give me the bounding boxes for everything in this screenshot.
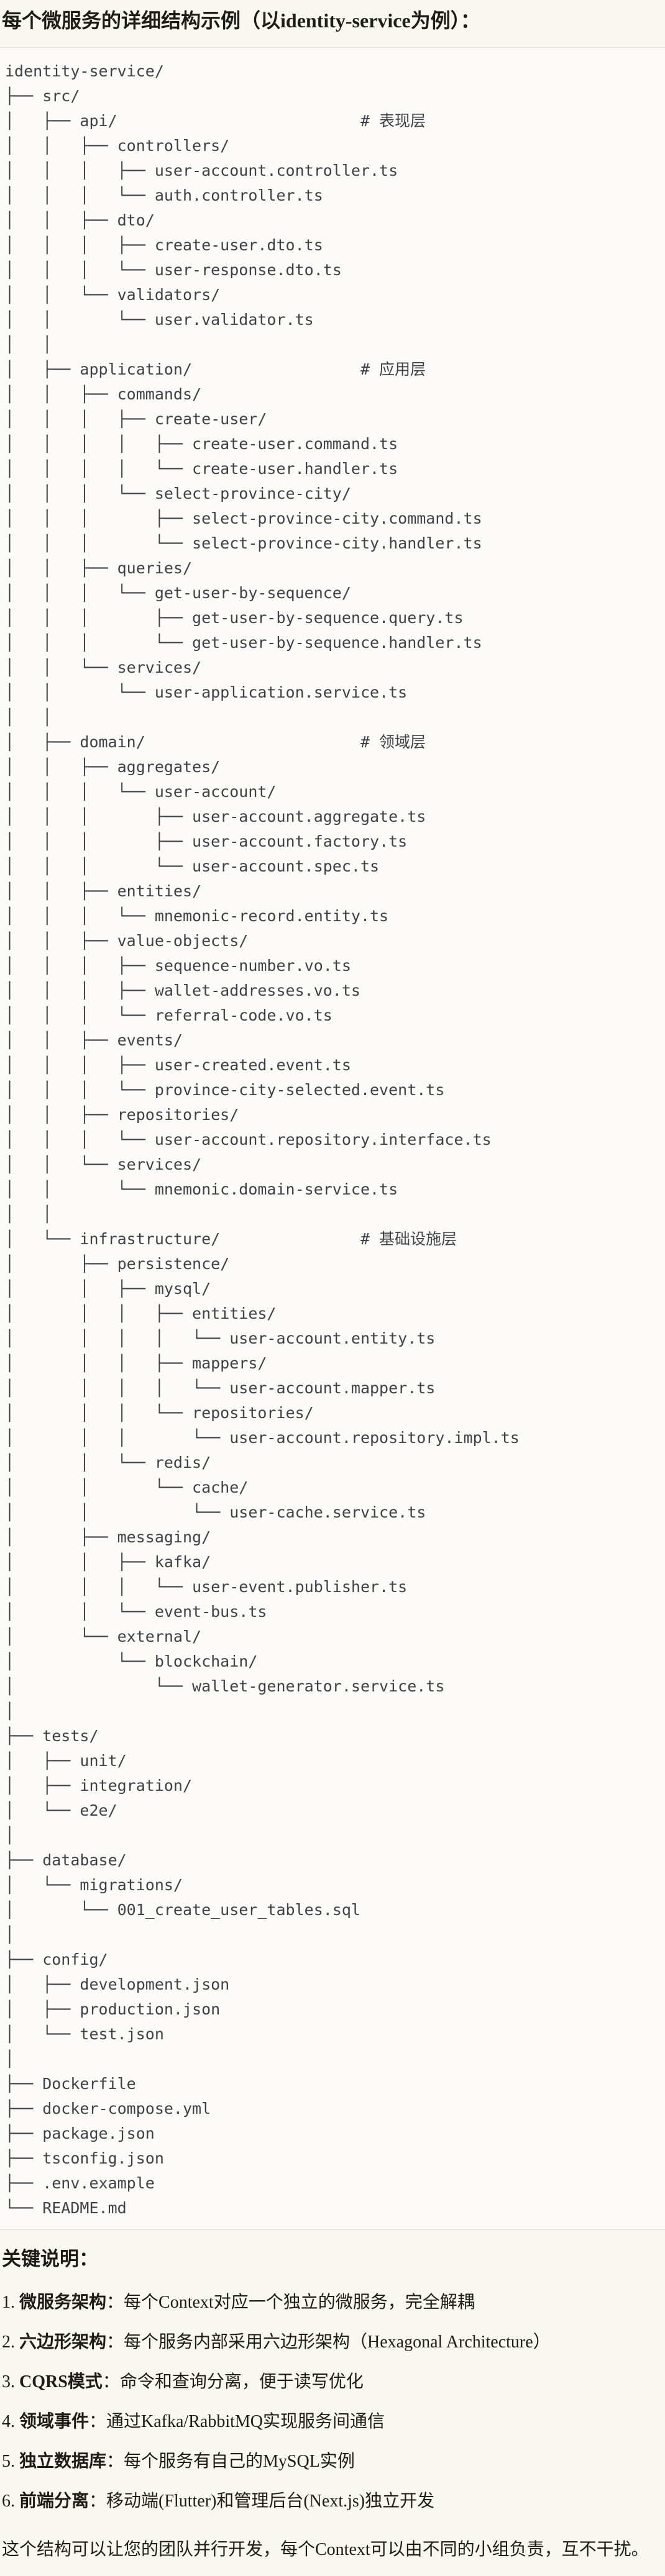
note-number: 4. xyxy=(2,2411,15,2431)
note-number: 2. xyxy=(2,2332,15,2352)
note-separator: ： xyxy=(106,2292,124,2312)
note-number: 6. xyxy=(2,2491,15,2511)
note-item: 1.微服务架构：每个Context对应一个独立的微服务，完全解耦 xyxy=(2,2292,660,2313)
notes-section: 关键说明： 1.微服务架构：每个Context对应一个独立的微服务，完全解耦 2… xyxy=(0,2230,665,2576)
note-description: 每个服务内部采用六边形架构（Hexagonal Architecture） xyxy=(124,2332,551,2352)
note-term: 领域事件 xyxy=(19,2411,89,2431)
note-term: CQRS模式 xyxy=(19,2372,103,2392)
note-separator: ： xyxy=(89,2411,107,2431)
note-item: 6.前端分离：移动端(Flutter)和管理后台(Next.js)独立开发 xyxy=(2,2490,660,2512)
note-item: 3.CQRS模式：命令和查询分离，便于读写优化 xyxy=(2,2371,660,2393)
note-item: 4.领域事件：通过Kafka/RabbitMQ实现服务间通信 xyxy=(2,2411,660,2433)
closing-paragraph: 这个结构可以让您的团队并行开发，每个Context可以由不同的小组负责，互不干扰… xyxy=(2,2539,649,2559)
notes-heading: 关键说明： xyxy=(2,2247,98,2270)
note-term: 独立数据库 xyxy=(19,2451,107,2471)
note-number: 5. xyxy=(2,2451,15,2471)
note-description: 移动端(Flutter)和管理后台(Next.js)独立开发 xyxy=(106,2491,435,2511)
note-number: 3. xyxy=(2,2372,15,2392)
page-title: 每个微服务的详细结构示例（以identity-service为例）： xyxy=(2,9,480,32)
note-item: 5.独立数据库：每个服务有自己的MySQL实例 xyxy=(2,2451,660,2472)
note-term: 六边形架构 xyxy=(19,2332,107,2352)
note-separator: ： xyxy=(102,2372,120,2392)
note-description: 通过Kafka/RabbitMQ实现服务间通信 xyxy=(106,2411,385,2431)
note-description: 每个Context对应一个独立的微服务，完全解耦 xyxy=(124,2292,475,2312)
note-separator: ： xyxy=(106,2451,124,2471)
note-item: 2.六边形架构：每个服务内部采用六边形架构（Hexagonal Architec… xyxy=(2,2331,660,2353)
note-description: 命令和查询分离，便于读写优化 xyxy=(119,2372,364,2392)
note-separator: ： xyxy=(89,2491,107,2511)
code-block: identity-service/ ├── src/ │ ├── api/ # … xyxy=(0,47,665,2230)
note-separator: ： xyxy=(106,2332,124,2352)
note-description: 每个服务有自己的MySQL实例 xyxy=(124,2451,355,2471)
note-term: 微服务架构 xyxy=(19,2292,107,2312)
file-tree: identity-service/ ├── src/ │ ├── api/ # … xyxy=(5,61,520,2217)
note-number: 1. xyxy=(2,2292,15,2312)
note-term: 前端分离 xyxy=(19,2491,89,2511)
